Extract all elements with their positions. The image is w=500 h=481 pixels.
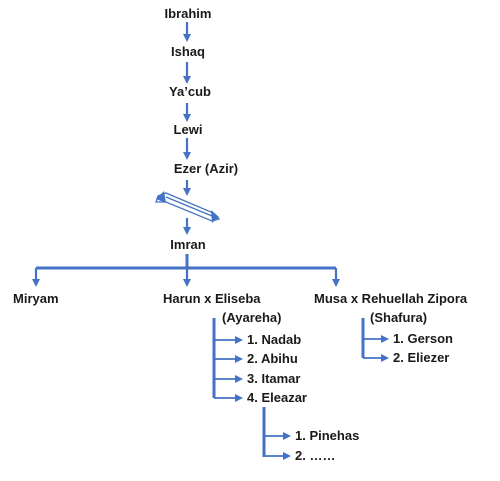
node-musa: Musa x Rehuellah Zipora — [314, 291, 468, 306]
grandchild-unknown: 2. …… — [295, 448, 336, 463]
node-miryam: Miryam — [13, 291, 59, 306]
generation-gap-arrow — [155, 192, 221, 222]
node-ibrahim: Ibrahim — [164, 6, 212, 21]
node-ishaq: Ishaq — [171, 44, 205, 59]
node-ezer: Ezer (Azir) — [173, 161, 239, 176]
grandchild-pinehas: 1. Pinehas — [295, 428, 360, 443]
node-harun-sub: (Ayareha) — [222, 310, 282, 325]
node-yacub: Ya’cub — [169, 84, 211, 99]
child-eleazar: 4. Eleazar — [247, 390, 307, 405]
child-abihu: 2. Abihu — [247, 351, 298, 366]
child-gerson: 1. Gerson — [393, 331, 453, 346]
node-lewi: Lewi — [173, 122, 203, 137]
node-harun: Harun x Eliseba — [163, 291, 261, 306]
node-imran: Imran — [170, 237, 206, 252]
child-nadab: 1. Nadab — [247, 332, 302, 347]
node-musa-sub: (Shafura) — [370, 310, 428, 325]
child-itamar: 3. Itamar — [247, 371, 301, 386]
child-eliezer: 2. Eliezer — [393, 350, 450, 365]
